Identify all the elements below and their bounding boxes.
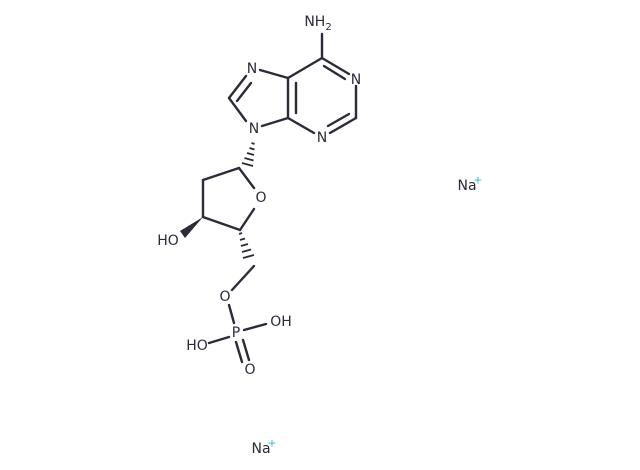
bond-p-odouble-second <box>241 338 251 362</box>
atom-oh-left: HO <box>186 338 208 354</box>
wedge-bond-c3-oh <box>180 217 203 238</box>
hash-bond-c4-c5prime <box>238 232 255 259</box>
counterion-sodium-2: Na + <box>251 437 276 458</box>
atom-ring-o: O <box>255 190 266 206</box>
atom-n7: N <box>247 61 257 77</box>
atom-n1: N <box>351 72 361 88</box>
bond-o-c1 <box>237 166 256 190</box>
bond-n3-c4 <box>286 116 316 135</box>
atom-ester-o: O <box>219 289 230 305</box>
charge-plus-icon: + <box>473 174 482 187</box>
bond-c8-n9 <box>227 96 248 123</box>
bond-c5prime-oester <box>230 264 256 292</box>
amine-label: NH2 <box>304 14 331 33</box>
atom-double-o: O <box>244 362 255 378</box>
bond-p-odouble <box>234 340 244 364</box>
bond-c6-n1-double <box>322 64 347 81</box>
bond-c1-c2prime <box>201 166 241 182</box>
bond-c6-n1 <box>320 56 351 76</box>
hash-bond-n9-c1 <box>241 142 255 167</box>
bond-c2-n3-double <box>326 112 351 128</box>
atom-labels: NH2 N N N N O HO O P OH HO O <box>157 14 361 378</box>
sodium-symbol: Na <box>251 441 270 457</box>
bond-p-ohleft <box>207 335 231 345</box>
bond-c2-n3 <box>328 116 358 135</box>
bond-oester-p <box>227 303 236 325</box>
bond-c5-n7 <box>258 68 290 80</box>
atom-hydroxyl: HO <box>157 233 179 249</box>
bonds <box>201 32 358 364</box>
bond-c3prime-c4prime <box>201 215 242 232</box>
charge-plus-icon: + <box>267 437 276 450</box>
bond-n9-c4 <box>260 116 290 128</box>
atom-phosphorus: P <box>232 325 240 341</box>
sodium-symbol: Na <box>457 178 476 194</box>
bond-n7-c8 <box>227 74 248 100</box>
bond-p-ohright <box>242 322 268 332</box>
atom-oh-right: OH <box>270 314 292 330</box>
bond-c5-c6 <box>286 56 324 80</box>
bond-c4prime-o <box>238 207 256 232</box>
counterion-sodium-1: Na + <box>457 174 482 195</box>
atom-n9: N <box>249 121 259 137</box>
atom-n3: N <box>317 130 327 146</box>
bond-n7-c8-double <box>235 81 253 103</box>
